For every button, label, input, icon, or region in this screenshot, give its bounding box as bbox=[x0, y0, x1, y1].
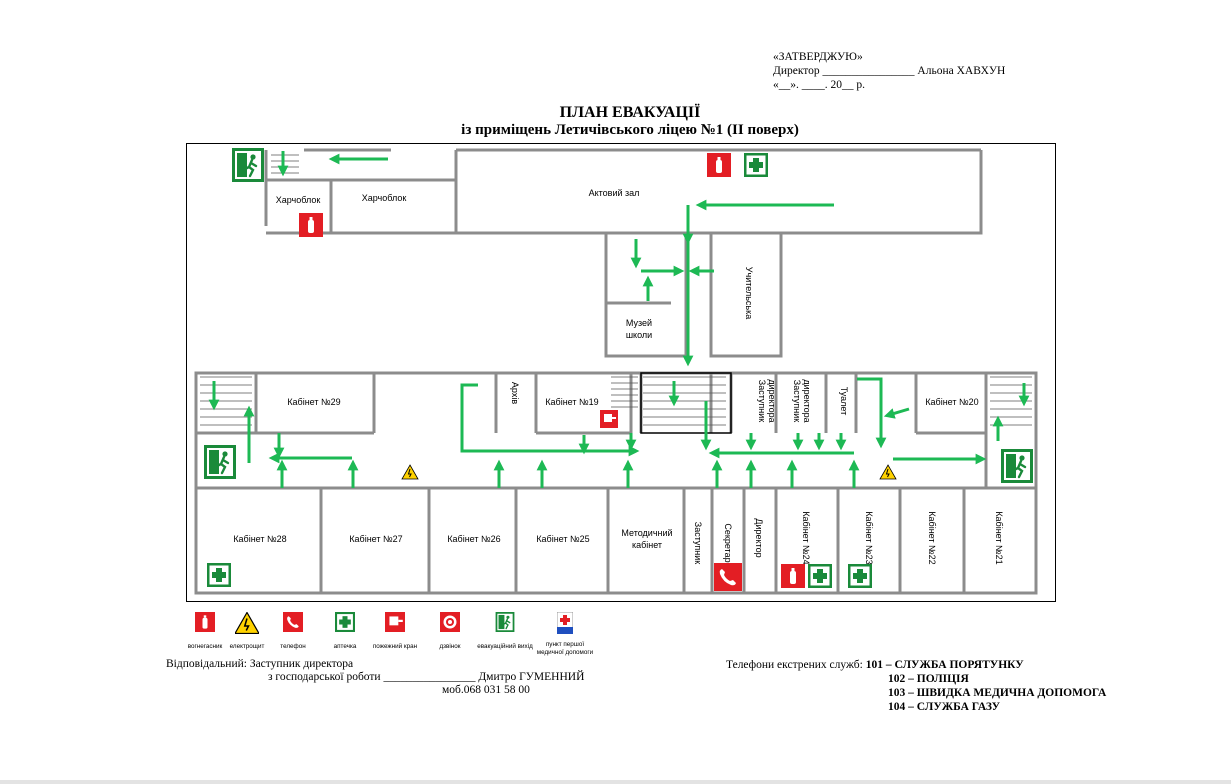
legend-label: пожежний кран bbox=[372, 643, 418, 650]
telephone-icon bbox=[714, 563, 742, 591]
legend-label: телефон bbox=[280, 643, 306, 650]
fire-extinguisher-icon bbox=[781, 564, 805, 588]
first-aid-kit-icon bbox=[335, 612, 355, 632]
legend-label: пункт першої медичної допомоги bbox=[536, 641, 594, 656]
room-zast2-line1: Заступник bbox=[792, 380, 802, 423]
legend-item-alarm-bell: дзвінок bbox=[420, 612, 480, 651]
room-dyrektor: Директор bbox=[754, 518, 764, 557]
fire-extinguisher-icon bbox=[195, 612, 215, 632]
room-zastupnyk: Заступник bbox=[693, 522, 703, 565]
room-museum-2: школи bbox=[626, 330, 652, 340]
emergency-item: 104 – СЛУЖБА ГАЗУ bbox=[888, 701, 1001, 713]
room-kab22: Кабінет №22 bbox=[927, 511, 937, 564]
emergency-exit-icon bbox=[230, 146, 266, 184]
plan-title: ПЛАН ЕВАКУАЦІЇ bbox=[559, 104, 701, 121]
room-kab26: Кабінет №26 bbox=[447, 534, 500, 544]
room-kab20: Кабінет №20 bbox=[925, 397, 978, 407]
first-aid-point-icon bbox=[556, 611, 574, 635]
first-aid-kit-icon bbox=[207, 563, 231, 587]
room-zast2-line2: директора bbox=[802, 379, 812, 422]
room-museum-1: Музей bbox=[626, 318, 652, 328]
room-kab24: Кабінет №24 bbox=[801, 511, 811, 564]
approval-block: «ЗАТВЕРДЖУЮ» Директор ________________ А… bbox=[773, 50, 1005, 92]
fire-hydrant-icon bbox=[600, 410, 618, 428]
emergency-phones: Телефони екстрених служб: 101 – СЛУЖБА П… bbox=[726, 658, 1106, 714]
legend-label: вогнегасник bbox=[187, 643, 223, 650]
legend-item-emergency-exit: евакуаційний вихід bbox=[475, 611, 535, 651]
first-aid-kit-icon bbox=[848, 564, 872, 588]
fire-hydrant-icon bbox=[385, 612, 405, 632]
plan-subtitle: із приміщень Летичівського ліцею №1 (ІІ … bbox=[461, 122, 799, 138]
legend-label: евакуаційний вихід bbox=[477, 643, 533, 650]
emergency-item: 103 – ШВИДКА МЕДИЧНА ДОПОМОГА bbox=[888, 687, 1107, 699]
legend-label: дзвінок bbox=[439, 643, 461, 650]
telephone-icon bbox=[283, 612, 303, 632]
room-metod-2: кабінет bbox=[632, 540, 662, 550]
legend-label: аптечка bbox=[333, 643, 357, 650]
floor-plan: Харчоблок Харчоблок Актовий зал Музей шк… bbox=[186, 143, 1056, 602]
room-metod-1: Методичний bbox=[621, 528, 672, 538]
room-sekretar: Секретар bbox=[723, 523, 733, 562]
room-kab27: Кабінет №27 bbox=[349, 534, 402, 544]
electrical-panel-icon bbox=[234, 611, 260, 635]
approval-director-line: Директор ________________ Альона ХАВХУН bbox=[773, 65, 1006, 77]
room-kab25: Кабінет №25 bbox=[536, 534, 589, 544]
legend-item-extinguisher: вогнегасник bbox=[175, 612, 235, 651]
room-harchoblok-1: Харчоблок bbox=[276, 195, 321, 205]
responsible-block: Відповідальний: Заступник директора з го… bbox=[166, 658, 584, 697]
legend-item-first-aid-kit: аптечка bbox=[315, 612, 375, 651]
legend-item-electrical-panel: електрощит bbox=[217, 611, 277, 651]
emergency-exit-icon bbox=[494, 611, 516, 633]
room-tualet: Туалет bbox=[839, 387, 849, 415]
responsible-phone: моб.068 031 58 00 bbox=[442, 684, 530, 696]
emergency-exit-icon bbox=[999, 447, 1035, 485]
emergency-item: 102 – ПОЛІЦІЯ bbox=[888, 673, 969, 685]
responsible-line2: з господарської роботи ________________ … bbox=[268, 671, 585, 683]
room-kab29: Кабінет №29 bbox=[287, 397, 340, 407]
legend-item-fire-hydrant: пожежний кран bbox=[365, 612, 425, 651]
room-zast1-line1: Заступник bbox=[757, 380, 767, 423]
fire-extinguisher-icon bbox=[707, 153, 731, 177]
legend-item-telephone: телефон bbox=[263, 612, 323, 651]
room-kab19: Кабінет №19 bbox=[545, 397, 598, 407]
fire-extinguisher-icon bbox=[299, 213, 323, 237]
approval-heading: «ЗАТВЕРДЖУЮ» bbox=[773, 51, 863, 63]
legend-label: електрощит bbox=[229, 643, 265, 650]
responsible-line1: Відповідальний: Заступник директора bbox=[166, 658, 354, 670]
evacuation-routes bbox=[208, 151, 1030, 488]
emergency-exit-icon bbox=[202, 443, 238, 481]
room-kab28: Кабінет №28 bbox=[233, 534, 286, 544]
first-aid-kit-icon bbox=[808, 564, 832, 588]
alarm-bell-icon bbox=[440, 612, 460, 632]
legend-item-first-aid-point: пункт першої медичної допомоги bbox=[535, 611, 595, 657]
room-kab21: Кабінет №21 bbox=[994, 511, 1004, 564]
page-bottom-edge bbox=[0, 780, 1231, 784]
room-arhiv: Архів bbox=[510, 382, 520, 404]
room-zast1-line2: директора bbox=[767, 379, 777, 422]
first-aid-kit-icon bbox=[744, 153, 768, 177]
legend: вогнегасник електрощит телефон аптечка п… bbox=[175, 611, 605, 660]
room-aktovyi-zal: Актовий зал bbox=[589, 188, 640, 198]
room-harchoblok-2: Харчоблок bbox=[362, 193, 407, 203]
emergency-label: Телефони екстрених служб: bbox=[726, 659, 863, 671]
emergency-item: 101 – СЛУЖБА ПОРЯТУНКУ bbox=[865, 659, 1024, 671]
approval-date-line: «__». ____. 20__ р. bbox=[773, 79, 865, 91]
room-uchytelska: Учительська bbox=[744, 267, 754, 319]
room-kab23: Кабінет №23 bbox=[864, 511, 874, 564]
